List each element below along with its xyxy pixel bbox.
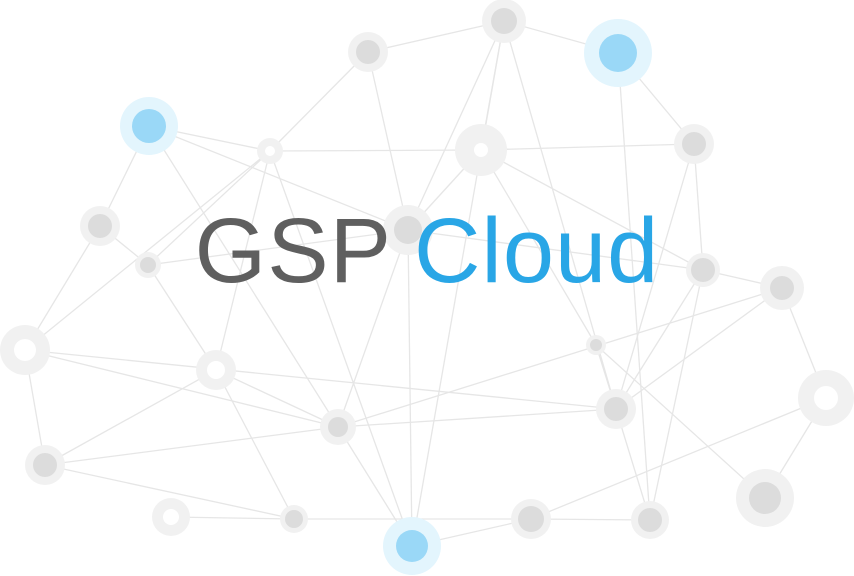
- network-node: [0, 325, 50, 375]
- network-node: [152, 498, 190, 536]
- network-edge: [269, 149, 482, 152]
- network-edge: [407, 229, 413, 547]
- network-node: [196, 350, 236, 390]
- network-edge: [693, 143, 704, 271]
- network-edge: [367, 51, 409, 231]
- network-edge: [215, 369, 339, 428]
- network-edge: [269, 51, 369, 152]
- network-node: [455, 124, 507, 176]
- network-edge: [148, 125, 339, 428]
- network-edge: [337, 408, 617, 428]
- network-edge: [407, 20, 505, 231]
- network-node: [482, 0, 526, 43]
- network-edge: [147, 150, 271, 266]
- logo-word-cloud: Cloud: [413, 200, 660, 302]
- network-node: [686, 253, 720, 287]
- network-node: [760, 266, 804, 310]
- network-edge: [615, 269, 704, 410]
- network-node: [674, 124, 714, 164]
- network-node: [348, 32, 388, 72]
- network-edge: [170, 516, 295, 520]
- network-edge: [269, 150, 413, 547]
- network-edge: [215, 150, 271, 371]
- network-node: [257, 138, 283, 164]
- network-edge: [411, 20, 505, 547]
- network-node: [798, 370, 854, 426]
- network-node: [80, 206, 120, 246]
- network-edge: [215, 369, 295, 520]
- network-node: [586, 335, 606, 355]
- network-edge: [147, 264, 217, 371]
- network-edge: [148, 125, 409, 231]
- network-node: [280, 505, 308, 533]
- network-edge: [367, 20, 505, 53]
- network-edge: [24, 349, 617, 410]
- network-edge: [617, 52, 651, 521]
- network-edge: [337, 287, 783, 428]
- network-edge: [337, 229, 409, 428]
- network-edge: [480, 149, 704, 271]
- network-edge: [44, 464, 295, 520]
- network-node-highlight: [383, 517, 441, 575]
- network-edge: [595, 344, 766, 499]
- network-edge: [407, 229, 704, 271]
- network-node: [596, 389, 636, 429]
- network-edge: [615, 287, 783, 410]
- network-node: [383, 205, 433, 255]
- network-node: [135, 252, 161, 278]
- network-node: [631, 501, 669, 539]
- network-edge: [649, 269, 704, 521]
- network-edge: [530, 397, 827, 520]
- network-node: [736, 469, 794, 527]
- network-edge: [44, 369, 217, 466]
- network-edge: [44, 426, 339, 466]
- network-edge: [24, 150, 271, 351]
- network-node-highlight: [584, 19, 652, 87]
- network-edge: [480, 143, 695, 151]
- network-node-highlight: [120, 97, 178, 155]
- network-node: [320, 409, 356, 445]
- logo-word-gsp: GSP: [194, 200, 392, 302]
- network-node: [25, 445, 65, 485]
- network-edge: [147, 229, 409, 266]
- network-node: [511, 499, 551, 539]
- network-edge: [615, 143, 695, 410]
